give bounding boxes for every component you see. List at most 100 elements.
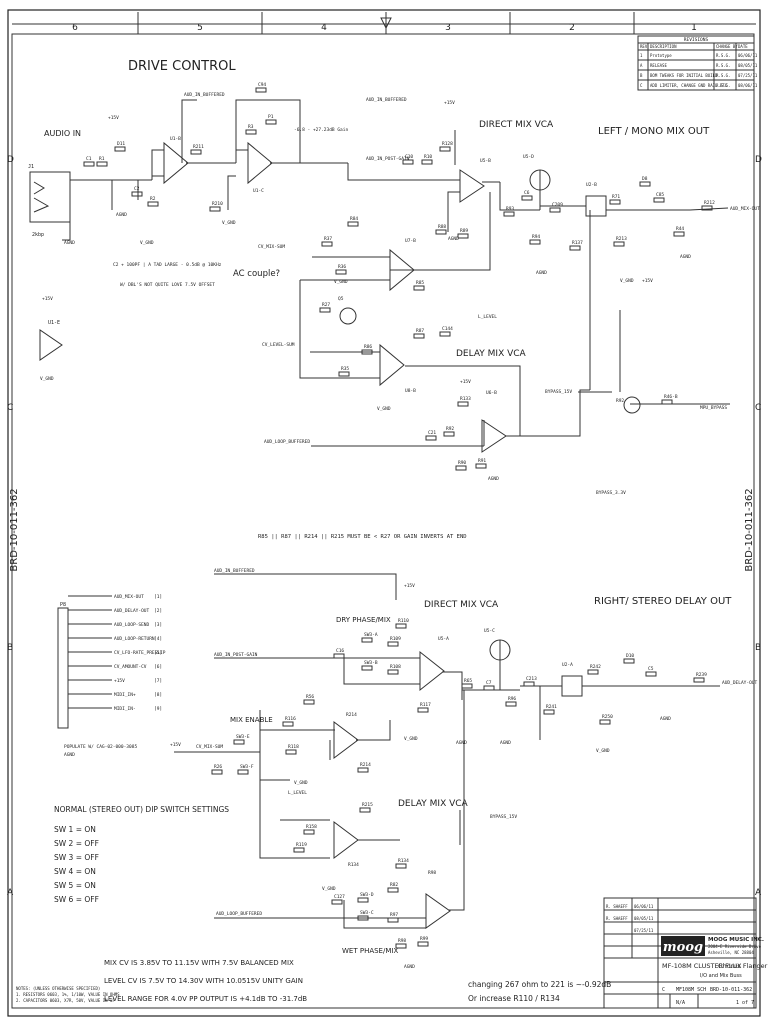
component-ref: C1 — [86, 156, 92, 162]
component-body — [475, 463, 487, 469]
component-body — [587, 669, 599, 675]
net-label: AUD_IN_POST-GAIN — [366, 156, 410, 162]
component-body — [521, 195, 533, 201]
rev-header: DATE — [738, 44, 748, 49]
power-label: +15V — [170, 742, 181, 748]
component-body — [529, 239, 541, 245]
left-out-heading: LEFT / MONO MIX OUT — [598, 126, 710, 137]
component-ref: R94 — [532, 234, 540, 240]
connector-pin-label: MIDI_IN- — [114, 706, 136, 712]
revision-cell: C — [640, 83, 643, 88]
component-ref: C213 — [526, 676, 537, 682]
component-body — [505, 701, 517, 707]
gain-note: -6.8 - +27.23dB Gain — [294, 127, 348, 133]
component-ref: R93 — [506, 206, 514, 212]
component-body — [425, 435, 437, 441]
component-body — [395, 863, 407, 869]
zone-row-label: D — [7, 155, 14, 165]
connector-pin-label: CV_LFO-RATE_PRESLIP — [114, 650, 166, 656]
component-body — [599, 719, 611, 725]
component-ref: SW3-E — [236, 734, 250, 740]
component-ref: R137 — [572, 240, 583, 246]
component-ref: R1 — [99, 156, 105, 162]
component-ref: R91 — [478, 458, 486, 464]
component-ref: R86 — [364, 344, 372, 350]
transistor-q2: R92 — [616, 396, 641, 414]
company-address: Asheville, NC 28804 — [708, 950, 754, 955]
rev-header: CHANGE BY — [716, 44, 738, 49]
net-label: MPU_BYPASS — [700, 405, 727, 411]
revision-cell: B — [640, 73, 643, 78]
component-body — [503, 211, 515, 217]
component-body — [413, 285, 425, 291]
transistor-q5: Q5 — [338, 296, 357, 325]
opamp-ref: R134 — [348, 862, 359, 868]
component-ref: R215 — [362, 802, 373, 808]
net-label: CV_MIX-SUM — [258, 244, 285, 250]
power-label: +15V — [42, 296, 53, 302]
component-ref: C10 — [405, 154, 413, 160]
net-label: AUD_IN_POST-GAIN — [214, 652, 258, 658]
zone-row-label: A — [7, 888, 14, 898]
component-ref: D10 — [626, 653, 634, 659]
direct-vca-heading: DIRECT MIX VCA — [479, 120, 554, 130]
dip-item: SW 1 = ON — [54, 825, 96, 834]
ground-label: V_GND — [222, 220, 236, 226]
rev-header: REV — [640, 44, 648, 49]
connector-pin-label: AUD_DELAY-OUT — [114, 608, 150, 614]
opamp-u1c: U1-C — [247, 141, 273, 194]
net-label: AUD_IN_BUFFERED — [366, 97, 407, 103]
spec-line: LEVEL RANGE FOR 4.0V PP OUTPUT IS +4.1dB… — [104, 995, 307, 1003]
connector-pin-number: [3] — [154, 622, 162, 628]
component-body — [417, 707, 429, 713]
component-body — [623, 658, 635, 664]
transistor-u5d: U5-D — [523, 154, 551, 191]
checked-by: R. SHAEFF — [606, 916, 628, 921]
component-ref: R211 — [193, 144, 204, 150]
net-label: BYPASS_15V — [545, 389, 572, 395]
connector-pin-label: AUD_MIX-OUT — [114, 594, 144, 600]
opamp-ref: R98 — [428, 870, 436, 876]
component-ref: R158 — [306, 824, 317, 830]
component-ref: R134 — [398, 858, 409, 864]
component-ref: R88 — [438, 224, 446, 230]
dip-item: SW 4 = ON — [54, 867, 96, 876]
connector-pin-number: [5] — [154, 650, 162, 656]
component-body — [439, 146, 451, 152]
ground-label: V_GND — [596, 748, 610, 754]
connector-pin-number: [9] — [154, 706, 162, 712]
component-ref: R128 — [442, 141, 453, 147]
revision-cell: ADD LIMITER, CHANGE GND RAIL ETC — [650, 83, 728, 88]
populate-note: POPULATE W/ CAG-02-000-3085 — [64, 744, 137, 750]
net-label: AUD_IN_BUFFERED — [184, 92, 225, 98]
component-body — [303, 699, 315, 705]
opamp-ref: U5-A — [438, 636, 449, 642]
component-body — [387, 641, 399, 647]
component-ref: R37 — [324, 236, 332, 242]
buffer-u2a: U2-A — [561, 662, 583, 697]
component-ref: C2 — [134, 186, 140, 192]
transistor-ref: U5-D — [523, 154, 534, 160]
delay-vca-heading: DELAY MIX VCA — [456, 349, 527, 359]
net-label: AUD_MIX-OUT — [730, 206, 760, 212]
component-body — [673, 231, 685, 237]
power-label: +15V — [404, 583, 415, 589]
component-body — [387, 669, 399, 675]
company-name: MOOG MUSIC INC. — [708, 937, 764, 943]
component-body — [413, 333, 425, 339]
connector-pin-number: [1] — [154, 594, 162, 600]
component-ref: SW3-F — [240, 764, 254, 770]
component-ref: R213 — [616, 236, 627, 242]
opamp-ref: U1-B — [170, 136, 181, 142]
component-ref: R96 — [508, 696, 516, 702]
jack-ref: J1 — [28, 164, 34, 170]
revision-cell: 08/06/11 — [738, 83, 758, 88]
rev-header: DESCRIPTION — [650, 44, 677, 49]
component-ref: C144 — [442, 326, 453, 332]
net-label: CV_MIX-SUM — [196, 744, 223, 750]
component-body — [457, 401, 469, 407]
zone-row-label: B — [755, 643, 761, 653]
ground-label: V_GND — [322, 886, 336, 892]
component-ref: R27 — [322, 302, 330, 308]
component-body — [693, 677, 705, 683]
